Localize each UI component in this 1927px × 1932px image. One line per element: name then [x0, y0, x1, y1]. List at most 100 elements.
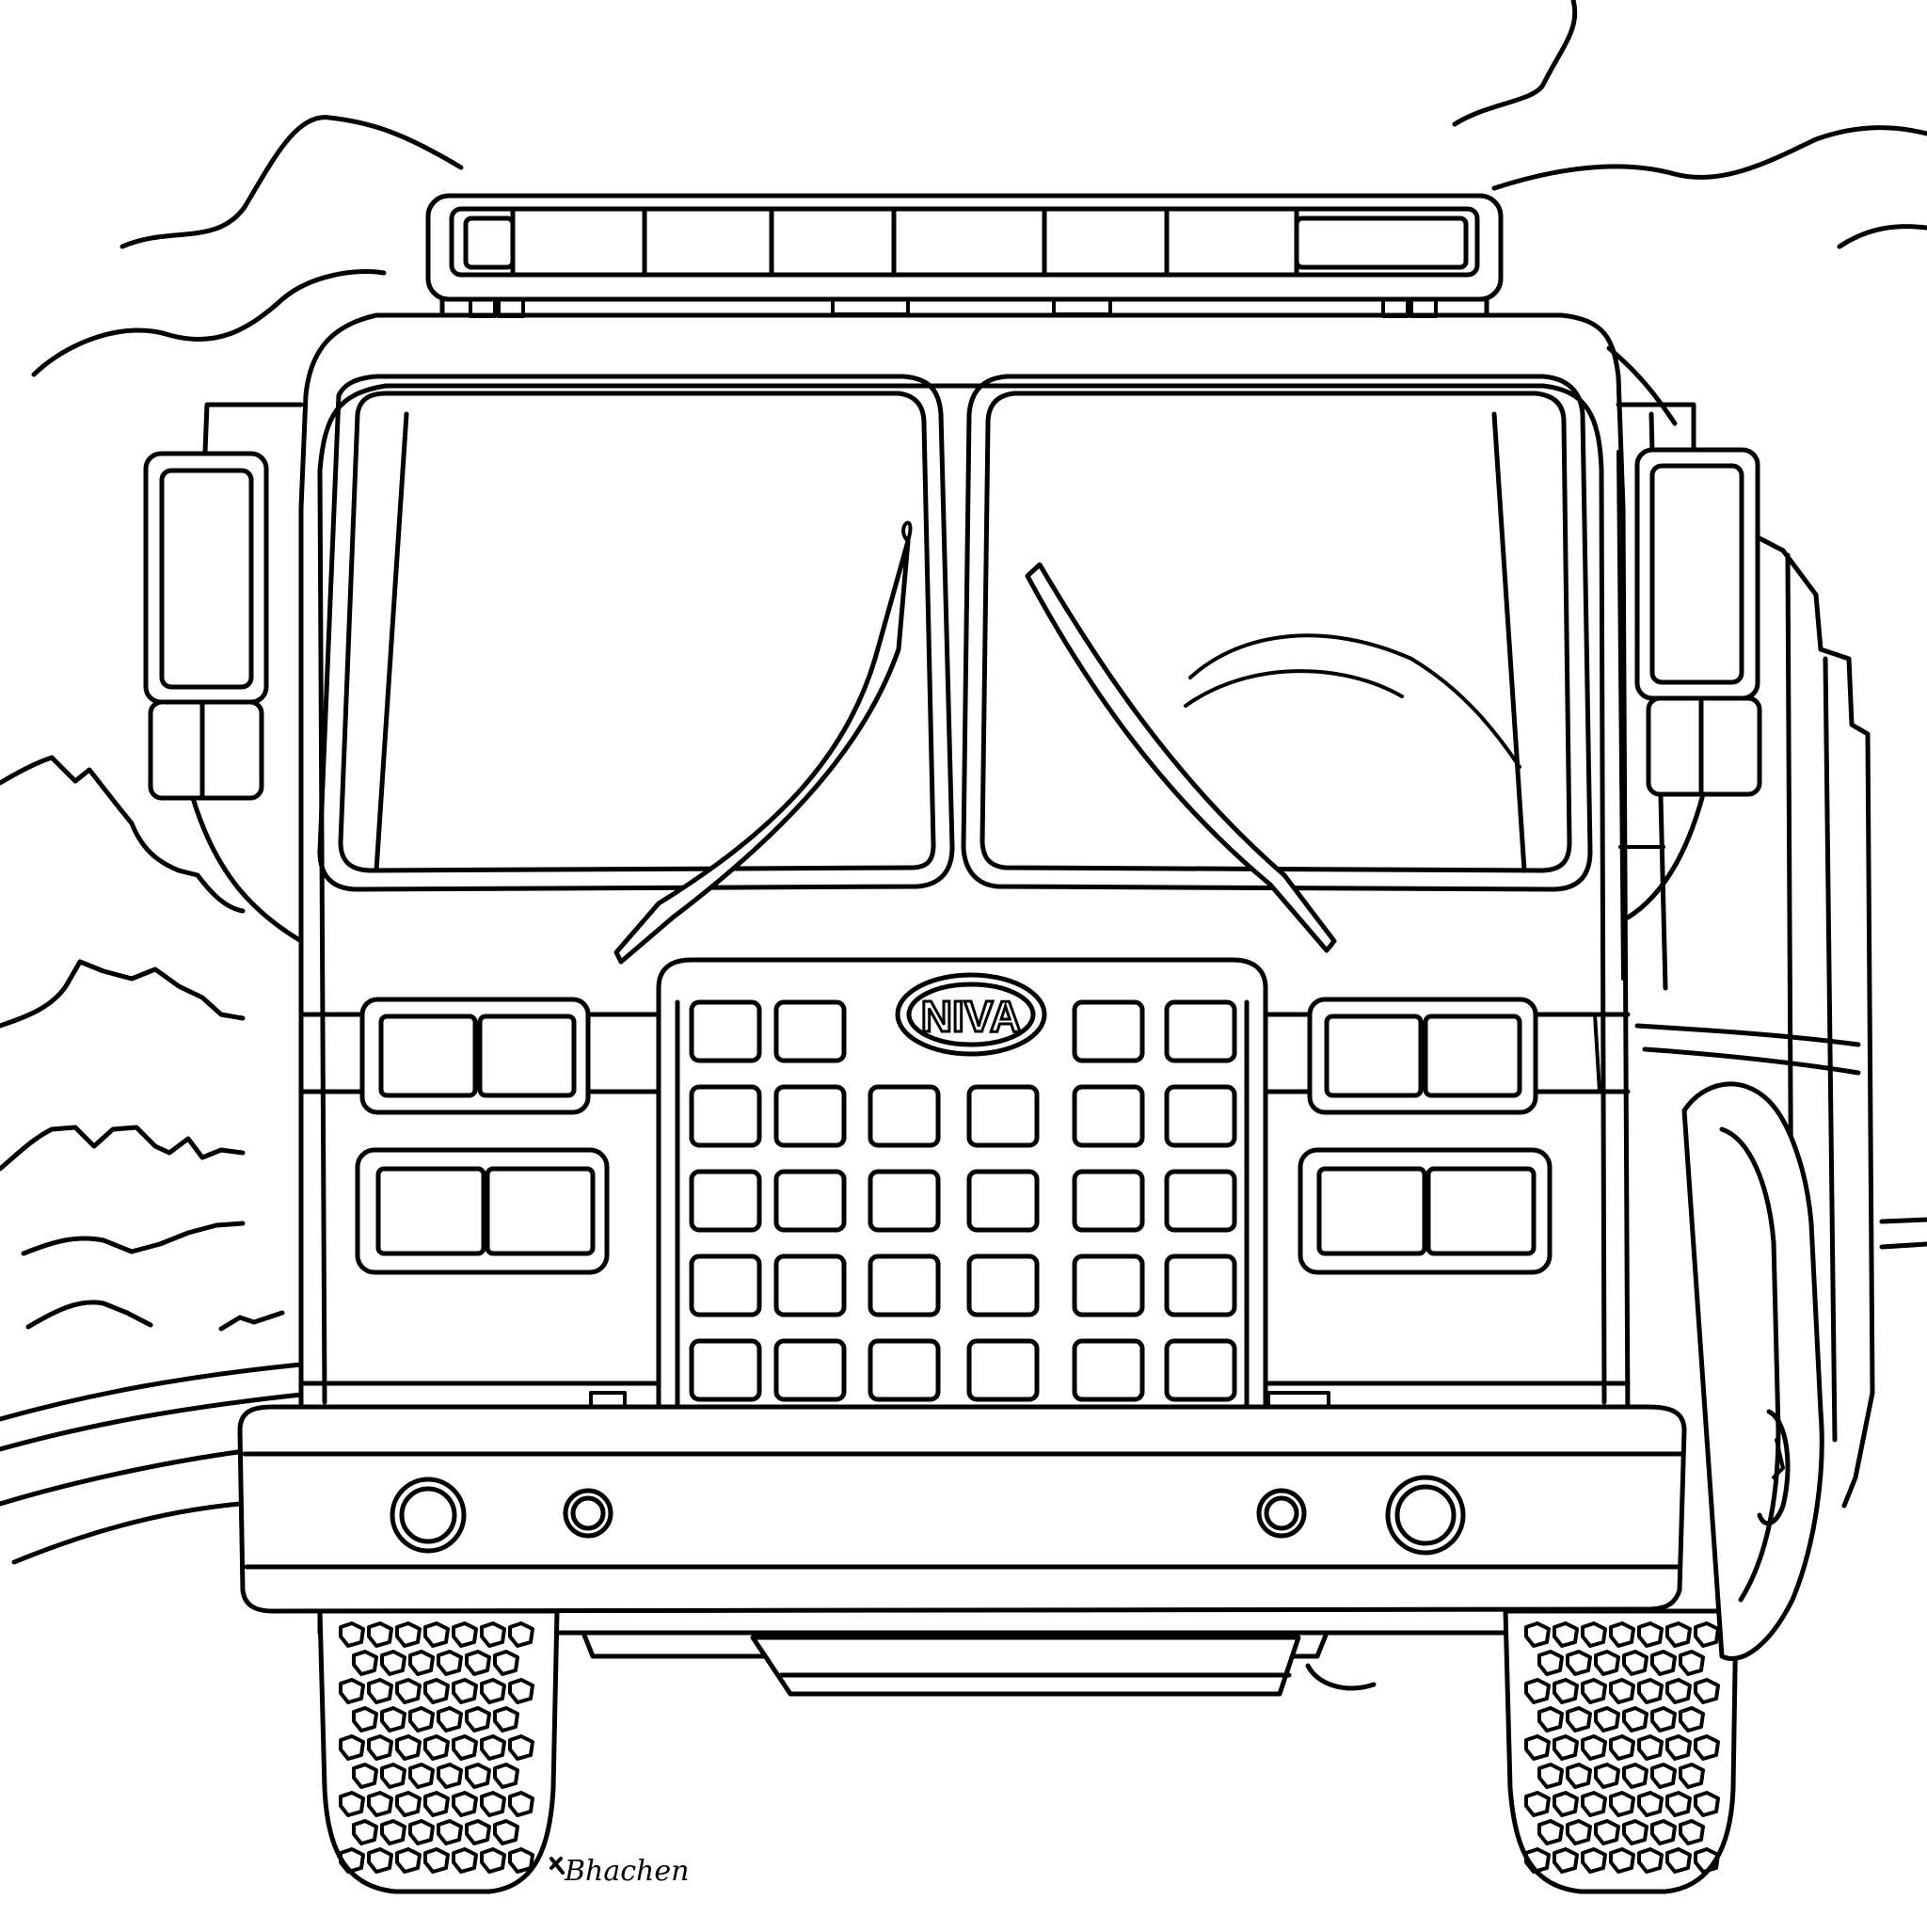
- tread-block: [493, 1819, 519, 1845]
- tread-block: [1650, 1650, 1677, 1676]
- tread-block: [1679, 1819, 1705, 1845]
- tread-block: [1566, 1819, 1592, 1845]
- tread-block: [1637, 1734, 1664, 1761]
- tread-block: [380, 1650, 406, 1676]
- tread-block: [1581, 1678, 1607, 1704]
- mirror-left-lower: [148, 699, 264, 801]
- tread-block: [1637, 1621, 1664, 1648]
- tread-block: [1694, 1734, 1720, 1761]
- tread-block: [1609, 1678, 1635, 1704]
- tread-block: [1609, 1621, 1635, 1648]
- tread-block: [408, 1763, 435, 1789]
- tread-block: [1609, 1791, 1635, 1817]
- grille-cell: [689, 999, 762, 1063]
- tread-block: [1537, 1763, 1564, 1789]
- tread-block: [1650, 1706, 1677, 1732]
- tread-block: [1637, 1847, 1664, 1874]
- tread-block: [1553, 1791, 1579, 1817]
- windshield-glare: [1184, 633, 1521, 769]
- tread-block: [1581, 1791, 1607, 1817]
- tread-block: [1637, 1791, 1664, 1817]
- artist-signature: Bhachen: [564, 1855, 689, 1888]
- grille-cell: [1072, 999, 1145, 1063]
- grille-cell: [773, 1084, 847, 1148]
- road: [0, 1217, 1927, 1565]
- mountain-ridge-2: [0, 959, 246, 1029]
- wipers: [613, 520, 1337, 965]
- wiper-right: [1025, 562, 1337, 953]
- tread-block: [1694, 1621, 1720, 1648]
- grille-cell: [773, 1169, 847, 1233]
- tread-block: [1581, 1621, 1607, 1648]
- tread-block: [1679, 1650, 1705, 1676]
- tread-block: [437, 1706, 463, 1732]
- tread-block: [465, 1706, 491, 1732]
- tread-block: [480, 1621, 506, 1648]
- tread-block: [1553, 1847, 1579, 1874]
- tread-block: [352, 1819, 378, 1845]
- mountain-ridge-5: [25, 1300, 153, 1330]
- headlight-icon: [355, 997, 1553, 1275]
- mountain-ridge-6: [218, 1310, 285, 1332]
- tread-block: [1622, 1650, 1648, 1676]
- tread-block: [1594, 1706, 1620, 1732]
- grille-cell: [1164, 999, 1237, 1063]
- tread-block: [1553, 1621, 1579, 1648]
- tread-block: [423, 1791, 450, 1817]
- tread-block: [452, 1847, 478, 1874]
- grille-cell: [1072, 1169, 1145, 1233]
- tread-block: [423, 1734, 450, 1761]
- signature-mark: [549, 1857, 565, 1875]
- tread-block: [423, 1847, 450, 1874]
- mountain-ridge-1: [0, 755, 246, 914]
- wiper-left: [613, 538, 911, 965]
- grille-cell: [966, 1169, 1040, 1233]
- tread-block: [380, 1819, 406, 1845]
- tread-block: [395, 1621, 422, 1648]
- tread-block: [423, 1621, 450, 1648]
- grille-cell: [868, 1084, 941, 1148]
- tread-block: [1553, 1734, 1579, 1761]
- tread-block: [352, 1763, 378, 1789]
- bumper-body: [237, 1404, 1687, 1614]
- tread-block: [1553, 1678, 1579, 1704]
- mountain-ridge-4: [21, 1221, 246, 1256]
- grille-cell: [689, 1338, 762, 1402]
- cab-inner: [317, 383, 1607, 1405]
- tread-block: [1566, 1650, 1592, 1676]
- grille-cell: [868, 1338, 941, 1402]
- grille-cell: [1164, 1084, 1237, 1148]
- tread-left: [339, 1621, 534, 1874]
- smoke-right-top: [1452, 0, 1578, 127]
- tread-block: [1665, 1621, 1692, 1648]
- grille-cell: [1072, 1253, 1145, 1317]
- tread-block: [352, 1706, 378, 1732]
- tread-block: [1637, 1678, 1664, 1704]
- grille-cell: [1164, 1169, 1237, 1233]
- tread-block: [493, 1650, 519, 1676]
- grille-cell: [773, 1338, 847, 1402]
- tread-block: [367, 1678, 393, 1704]
- cab-outer: [298, 312, 1631, 1429]
- tread-block: [367, 1847, 393, 1874]
- tread-block: [1524, 1791, 1551, 1817]
- grille-cell: [1072, 1084, 1145, 1148]
- tread-block: [380, 1763, 406, 1789]
- road-edge-2: [0, 1392, 304, 1452]
- tread-block: [508, 1621, 534, 1648]
- grille-cell: [868, 1253, 941, 1317]
- road-edge-right: [1879, 1217, 1927, 1224]
- tread-block: [508, 1847, 534, 1874]
- tread-block: [1524, 1847, 1551, 1874]
- grille-cell: [689, 1253, 762, 1317]
- tread-block: [1609, 1847, 1635, 1874]
- tread-block: [480, 1678, 506, 1704]
- tread-block: [408, 1650, 435, 1676]
- tread-block: [1581, 1734, 1607, 1761]
- tread-block: [480, 1791, 506, 1817]
- tread-block: [339, 1734, 365, 1761]
- tread-block: [465, 1763, 491, 1789]
- tread-block: [367, 1734, 393, 1761]
- tread-block: [1679, 1706, 1705, 1732]
- tread-block: [1694, 1847, 1720, 1874]
